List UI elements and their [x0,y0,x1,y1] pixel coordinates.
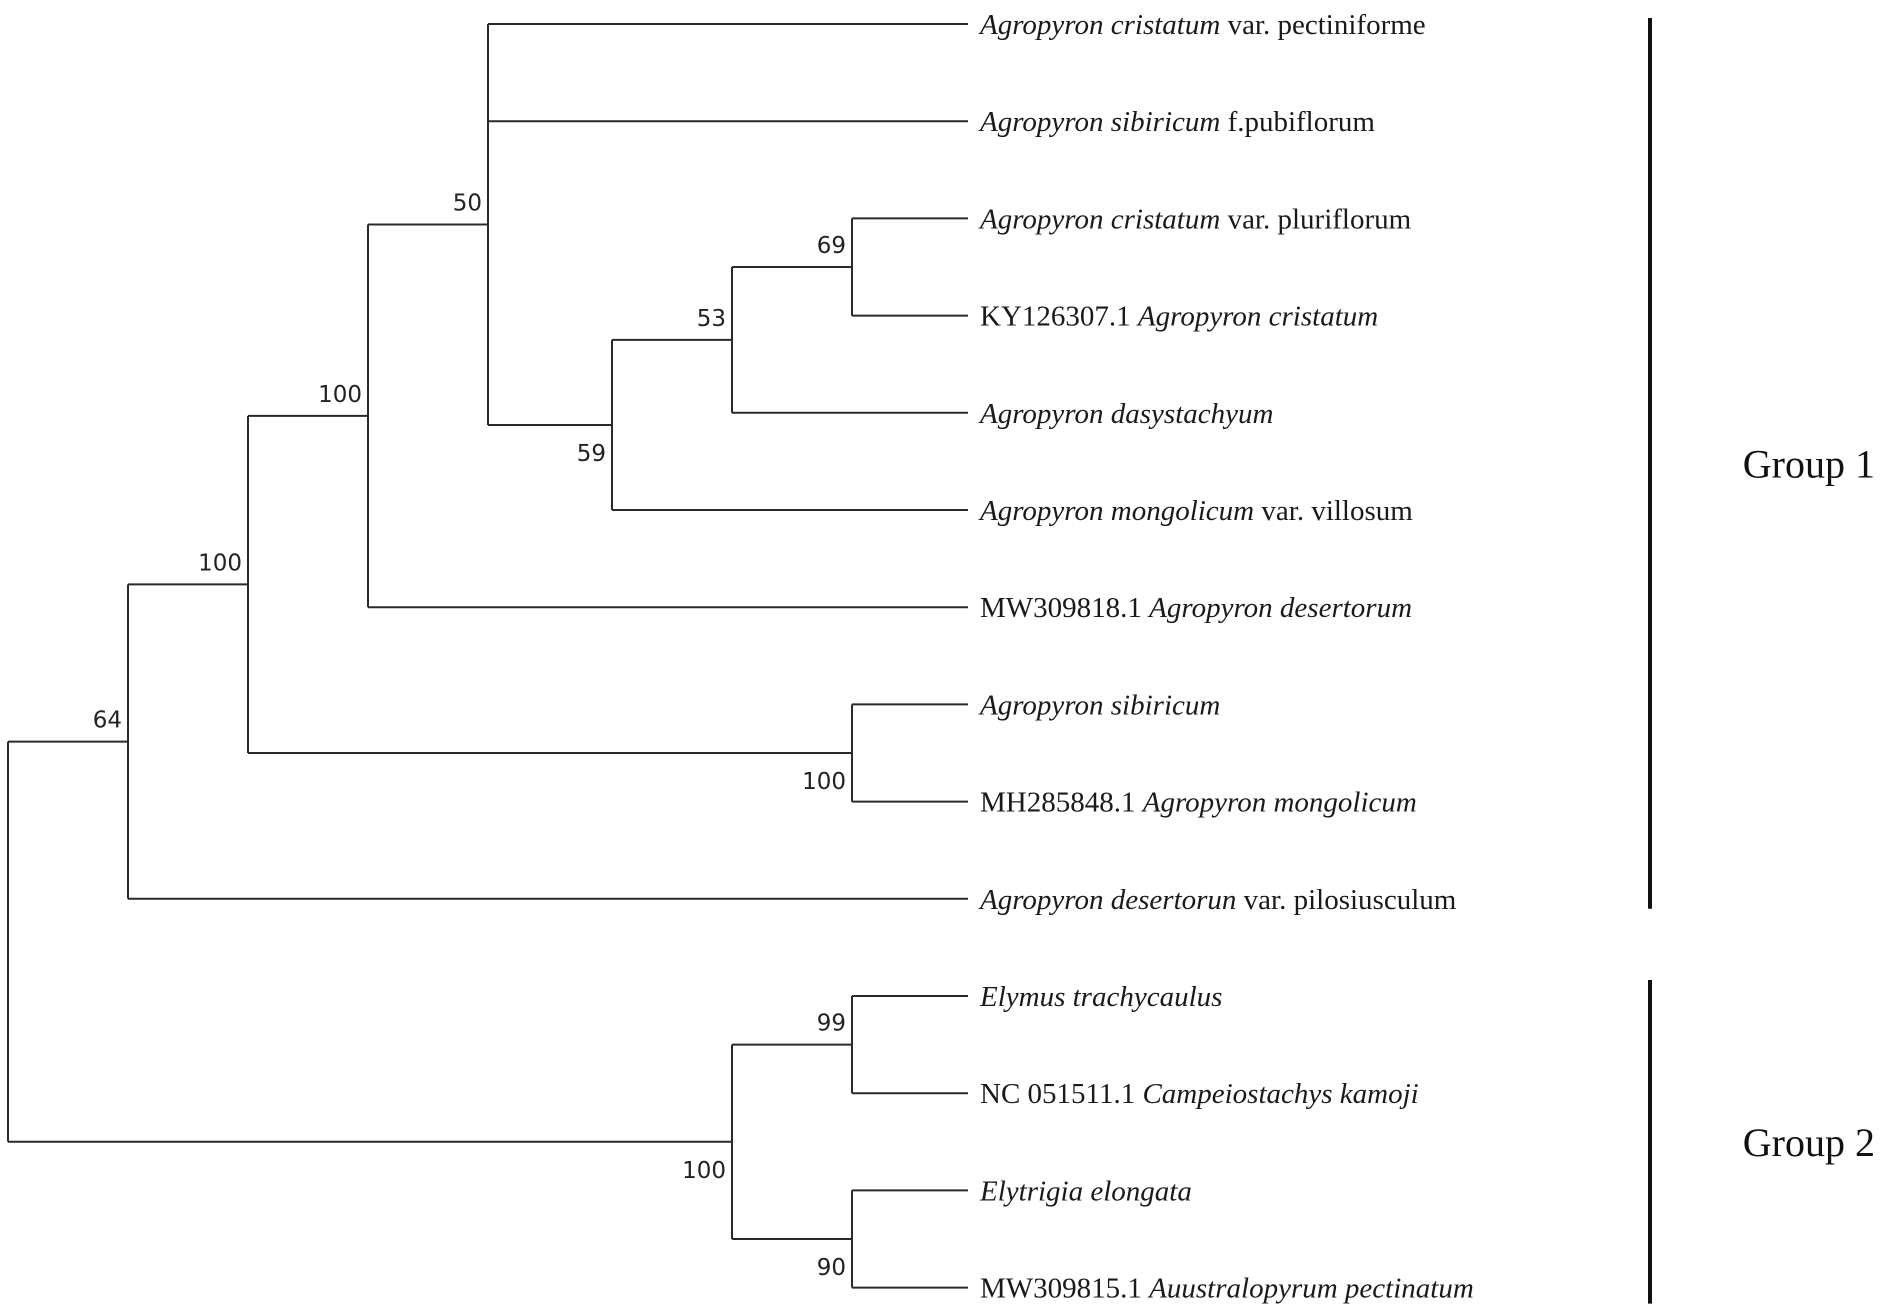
taxon-label-part: Auustralopyrum pectinatum [1147,1273,1474,1304]
taxon-label-part: Agropyron desertorun [978,884,1236,916]
taxon-label-part: Elymus trachycaulus [979,981,1222,1013]
bootstrap-value-n69: 69 [817,233,846,259]
taxon-label-part: Elytrigia elongata [979,1175,1192,1207]
taxon-label-part: NC 051511.1 [980,1078,1142,1110]
taxon-label-part: Agropyron sibiricum [978,106,1220,138]
taxon-label-part: Agropyron cristatum [978,9,1220,41]
taxon-label-part: MW309815.1 [980,1273,1149,1304]
taxon-label-part: MH285848.1 [980,787,1143,819]
taxon-label-part: MW309818.1 [980,592,1149,624]
taxon-label: Agropyron cristatum var. pluriflorum [978,203,1412,235]
taxon-label: NC 051511.1 Campeiostachys kamoji [980,1078,1419,1110]
taxon-label: Elymus trachycaulus [979,981,1222,1013]
taxon-label-part: Agropyron mongolicum [978,495,1254,527]
bootstrap-value-n50: 50 [453,190,482,216]
taxon-label: MW309815.1 Auustralopyrum pectinatum [980,1273,1474,1304]
taxon-label: KY126307.1 Agropyron cristatum [980,301,1378,333]
taxon-label-part: KY126307.1 [980,301,1138,333]
taxon-label-part: var. villosum [1254,495,1413,527]
taxon-labels: Agropyron cristatum var. pectiniformeAgr… [978,9,1474,1304]
bootstrap-value-n59: 59 [577,441,606,467]
group-label: Group 1 [1743,441,1875,486]
taxon-label-part: Agropyron cristatum [978,203,1220,235]
tree-branches [7,23,968,1289]
bootstrap-value-n90: 90 [817,1255,846,1281]
taxon-label-part: Agropyron cristatum [1136,301,1378,333]
group-label: Group 2 [1743,1120,1875,1165]
taxon-label-part: Agropyron sibiricum [978,689,1220,721]
taxon-label-part: Agropyron mongolicum [1141,787,1417,819]
taxon-label: Agropyron dasystachyum [978,398,1273,430]
bootstrap-value-n99: 99 [817,1011,846,1037]
taxon-label-part: var. pectiniforme [1220,9,1425,41]
bootstrap-value-n100c: 100 [682,1158,726,1184]
taxon-label: Agropyron sibiricum [978,689,1220,721]
bootstrap-value-n100d: 100 [802,769,846,795]
taxon-label-part: Agropyron dasystachyum [978,398,1273,430]
bootstrap-values: 64 100 100 50 59 53 69 100 100 99 90 [93,190,846,1281]
taxon-label-part: var. pilosiusculum [1236,884,1456,916]
taxon-label: Agropyron desertorun var. pilosiusculum [978,884,1457,916]
taxon-label-part: f.pubiflorum [1220,106,1375,138]
taxon-label-part: Campeiostachys kamoji [1142,1078,1418,1110]
bootstrap-value-n53: 53 [697,306,726,332]
group-annotations: Group 1 Group 2 [1648,18,1875,1304]
bootstrap-value-n100b: 100 [318,382,362,408]
bootstrap-value-n64: 64 [93,708,122,734]
taxon-label: MH285848.1 Agropyron mongolicum [980,787,1417,819]
taxon-label: Agropyron mongolicum var. villosum [978,495,1413,527]
taxon-label-part: Agropyron desertorum [1147,592,1412,624]
taxon-label-part: var. pluriflorum [1220,203,1411,235]
taxon-label: Agropyron sibiricum f.pubiflorum [978,106,1375,138]
bootstrap-value-n100a: 100 [198,550,242,576]
taxon-label: Elytrigia elongata [979,1175,1192,1207]
taxon-label: MW309818.1 Agropyron desertorum [980,592,1412,624]
taxon-label: Agropyron cristatum var. pectiniforme [978,9,1426,41]
